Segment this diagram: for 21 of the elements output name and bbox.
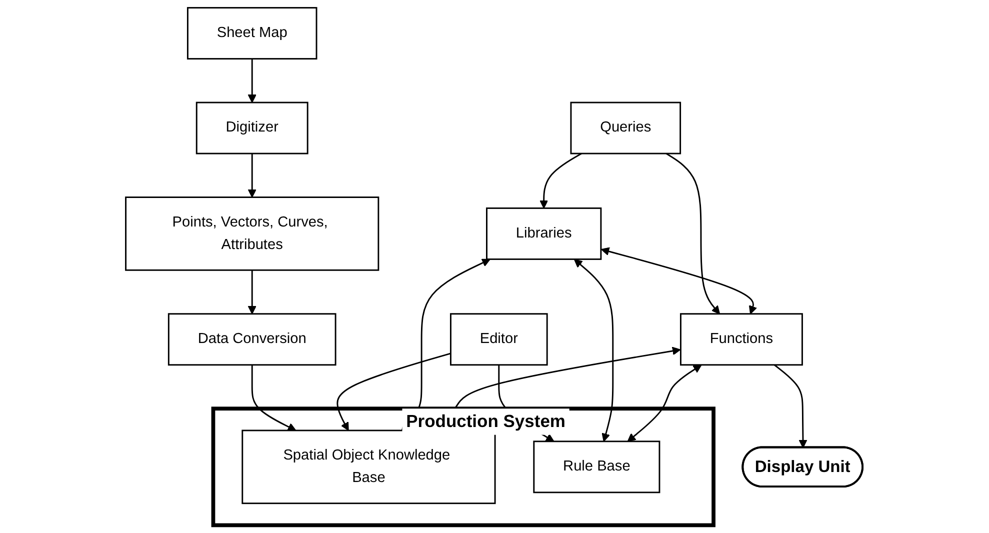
- arrow: [252, 364, 297, 431]
- arrow: [574, 259, 614, 442]
- arrow: [336, 352, 452, 431]
- arrow: [248, 58, 257, 103]
- arrow: [248, 154, 257, 198]
- arrow: [540, 152, 582, 209]
- node-box: Queries: [570, 102, 682, 154]
- arrow: [628, 364, 702, 442]
- node-box: Rule Base: [534, 440, 661, 494]
- arrow: [774, 364, 808, 448]
- node-box: Data Conversion: [168, 313, 337, 366]
- node-box: Editor: [450, 313, 548, 366]
- node-box: Sheet Map: [187, 7, 318, 60]
- node-box: Libraries: [486, 207, 602, 260]
- arrow: [666, 152, 720, 314]
- node-box: Functions: [680, 313, 804, 366]
- node-box: Points, Vectors, Curves, Attributes: [125, 196, 380, 271]
- arrow: [601, 247, 758, 314]
- arrow: [248, 270, 257, 314]
- node-box: Spatial Object Knowledge Base: [242, 430, 496, 504]
- node-box: Digitizer: [196, 102, 309, 154]
